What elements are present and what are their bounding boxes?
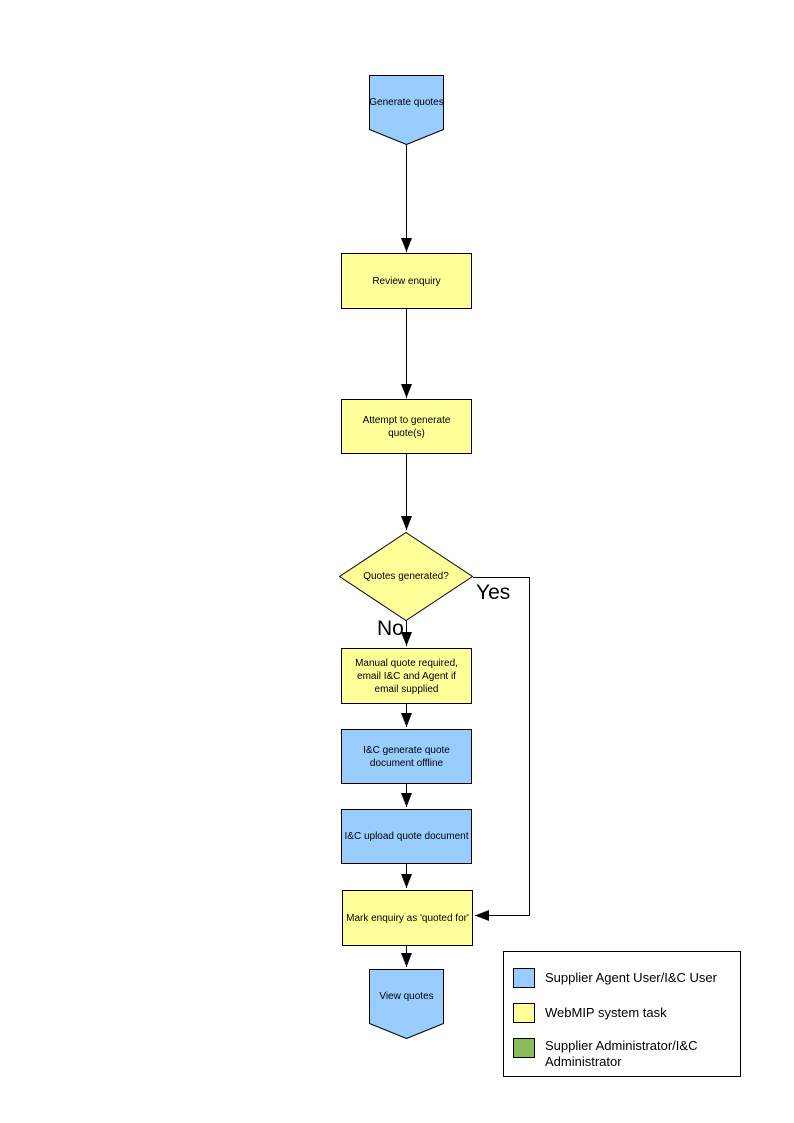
flow-node-generate-offline: I&C generate quote document offline xyxy=(341,729,472,784)
legend-swatch-green xyxy=(513,1038,535,1058)
node-label-review-enquiry: Review enquiry xyxy=(372,275,441,287)
legend-item-supplier-agent: Supplier Agent User/I&C User xyxy=(513,968,731,988)
legend-item-supplier-admin: Supplier Administrator/I&C Administrator xyxy=(513,1038,731,1071)
node-label-quotes-generated: Quotes generated? xyxy=(363,571,449,582)
flow-node-manual-quote: Manual quote required, email I&C and Age… xyxy=(341,648,472,704)
flow-node-upload-document: I&C upload quote document xyxy=(341,809,472,864)
legend-box: Supplier Agent User/I&C User WebMIP syst… xyxy=(503,951,741,1077)
legend-label-supplier-admin: Supplier Administrator/I&C Administrator xyxy=(545,1038,698,1070)
flow-node-mark-enquiry: Mark enquiry as 'quoted for' xyxy=(342,890,473,946)
flow-node-attempt-generate: Attempt to generate quote(s) xyxy=(341,399,472,454)
flow-node-quotes-generated-decision: Quotes generated? xyxy=(338,531,474,622)
legend-swatch-yellow xyxy=(513,1003,535,1023)
connector-decision-yes xyxy=(473,577,530,921)
legend-item-webmip-task: WebMIP system task xyxy=(513,1003,731,1023)
legend-label-supplier-agent: Supplier Agent User/I&C User xyxy=(545,969,717,985)
diamond-shape xyxy=(338,531,474,622)
flow-node-generate-quotes: Generate quotes xyxy=(369,75,444,146)
legend-label-webmip-task: WebMIP system task xyxy=(545,1004,667,1020)
node-label-generate-offline: I&C generate quote document offline xyxy=(363,744,450,769)
node-label-mark-enquiry: Mark enquiry as 'quoted for' xyxy=(346,912,469,924)
node-label-upload-document: I&C upload quote document xyxy=(344,831,469,842)
flow-node-view-quotes: View quotes xyxy=(369,969,444,1040)
legend-swatch-blue xyxy=(513,968,535,988)
node-label-generate-quotes: Generate quotes xyxy=(369,97,444,108)
flow-node-review-enquiry: Review enquiry xyxy=(341,253,472,309)
node-label-manual-quote: Manual quote required, email I&C and Age… xyxy=(355,657,458,695)
branch-label-yes: Yes xyxy=(476,581,511,604)
node-label-view-quotes: View quotes xyxy=(379,991,434,1002)
branch-label-no: No xyxy=(377,617,404,640)
node-label-attempt-generate: Attempt to generate quote(s) xyxy=(362,414,451,439)
pentagon-shape xyxy=(369,75,444,146)
pentagon-shape xyxy=(369,969,444,1040)
